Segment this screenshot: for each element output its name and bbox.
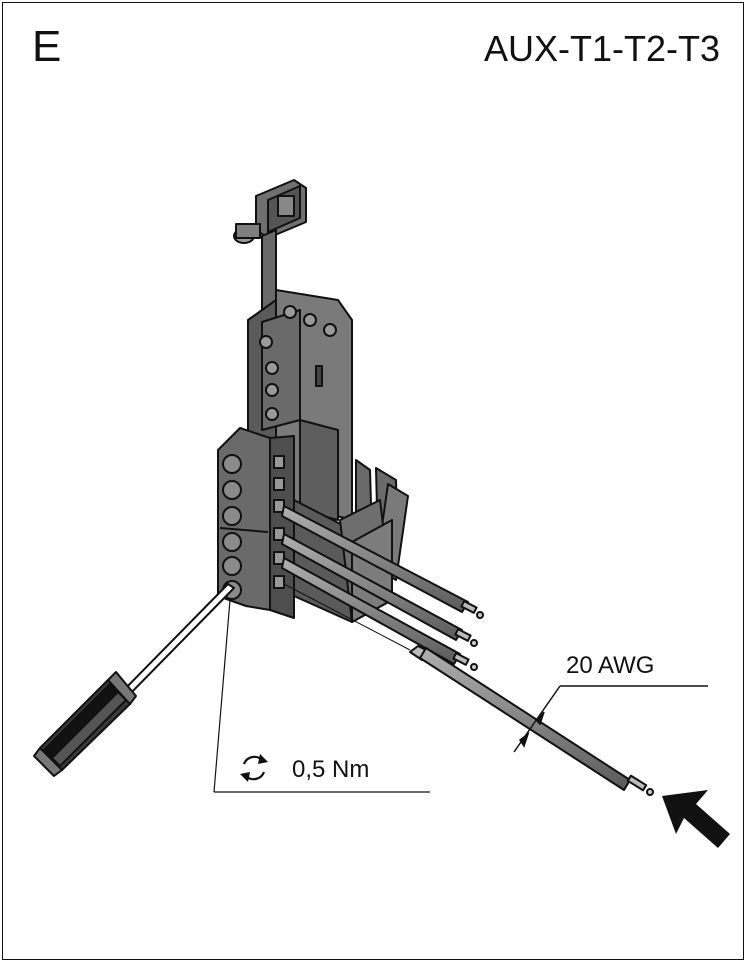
torque-label: 0,5 Nm bbox=[292, 756, 370, 783]
torque-leader bbox=[213, 599, 430, 793]
terminal-block bbox=[217, 427, 393, 623]
gauge-dimension bbox=[513, 685, 708, 753]
wire-gauge-label: 20 AWG bbox=[566, 652, 655, 679]
connected-wires bbox=[281, 505, 484, 671]
screwdriver-icon bbox=[33, 583, 235, 777]
loose-wire bbox=[409, 645, 654, 796]
rotate-torque-icon bbox=[240, 754, 268, 782]
panel-title: AUX-T1-T2-T3 bbox=[483, 28, 720, 69]
insert-arrow-icon bbox=[662, 790, 730, 848]
panel-letter: E bbox=[32, 22, 62, 71]
insertion-guide bbox=[283, 583, 411, 651]
